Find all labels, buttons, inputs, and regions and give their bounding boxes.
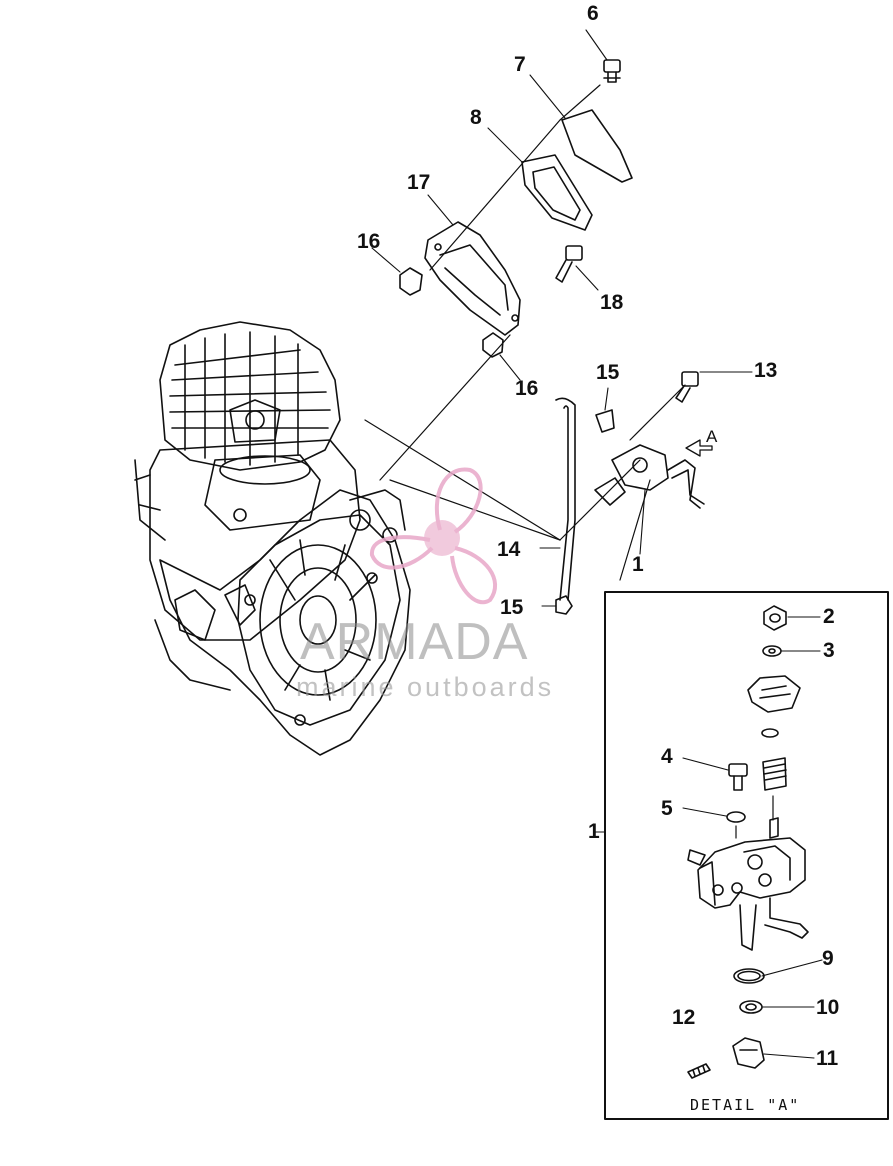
pump-assembly-1 — [594, 444, 705, 509]
callout-9: 9 — [822, 947, 834, 970]
detail-seal — [761, 728, 779, 738]
callout-18: 18 — [600, 291, 624, 314]
hose-14 — [555, 397, 576, 601]
detail-oring-9 — [733, 968, 765, 984]
bolt-13 — [675, 371, 699, 403]
callout-16b: 16 — [515, 377, 539, 400]
housing-17 — [424, 221, 521, 336]
callout-7: 7 — [514, 53, 526, 76]
callout-5: 5 — [661, 797, 673, 820]
callout-8: 8 — [470, 106, 482, 129]
view-arrow — [685, 439, 713, 457]
detail-pin-12 — [687, 1063, 711, 1079]
detail-cap-11 — [732, 1037, 765, 1069]
screw-6 — [603, 59, 621, 83]
gasket-8 — [521, 154, 593, 231]
callout-14: 14 — [497, 538, 521, 561]
callout-17: 17 — [407, 171, 431, 194]
callout-11: 11 — [816, 1047, 839, 1070]
callout-3: 3 — [823, 639, 835, 662]
nut-16a — [399, 267, 423, 296]
leader-lines — [364, 84, 686, 581]
watermark-brand: ARMADA — [300, 613, 529, 671]
detail-caption: DETAIL "A" — [690, 1096, 801, 1114]
watermark-logo — [370, 467, 497, 605]
detail-screw-4 — [728, 763, 748, 791]
callout-16a: 16 — [357, 230, 381, 253]
callout-15b: 15 — [500, 596, 524, 619]
clamp-15b — [555, 595, 573, 615]
callout-15a: 15 — [596, 361, 620, 384]
callout-13: 13 — [754, 359, 778, 382]
detail-washer-5 — [726, 811, 746, 823]
callout-10: 10 — [816, 996, 840, 1019]
view-arrow-label: A — [706, 427, 718, 446]
callout-1: 1 — [632, 553, 644, 576]
detail-box — [604, 591, 889, 1120]
callout-6: 6 — [587, 2, 599, 25]
watermark-tagline: marine outboards — [296, 672, 555, 702]
detail-spring — [762, 757, 787, 791]
callout-2: 2 — [823, 605, 835, 628]
callout-1-detail: 1 — [588, 820, 600, 843]
nut-16b — [482, 332, 504, 358]
cover-7 — [561, 109, 633, 183]
detail-pump-body — [687, 817, 809, 951]
callout-4: 4 — [661, 745, 673, 768]
detail-nut-2 — [763, 605, 787, 631]
detail-seal-10 — [739, 1000, 763, 1014]
clamp-15a — [595, 409, 615, 433]
engine-block — [134, 321, 411, 756]
bolt-18 — [555, 245, 583, 283]
callout-12: 12 — [672, 1006, 696, 1029]
detail-washer-3 — [762, 645, 782, 657]
detail-cover — [747, 675, 801, 713]
